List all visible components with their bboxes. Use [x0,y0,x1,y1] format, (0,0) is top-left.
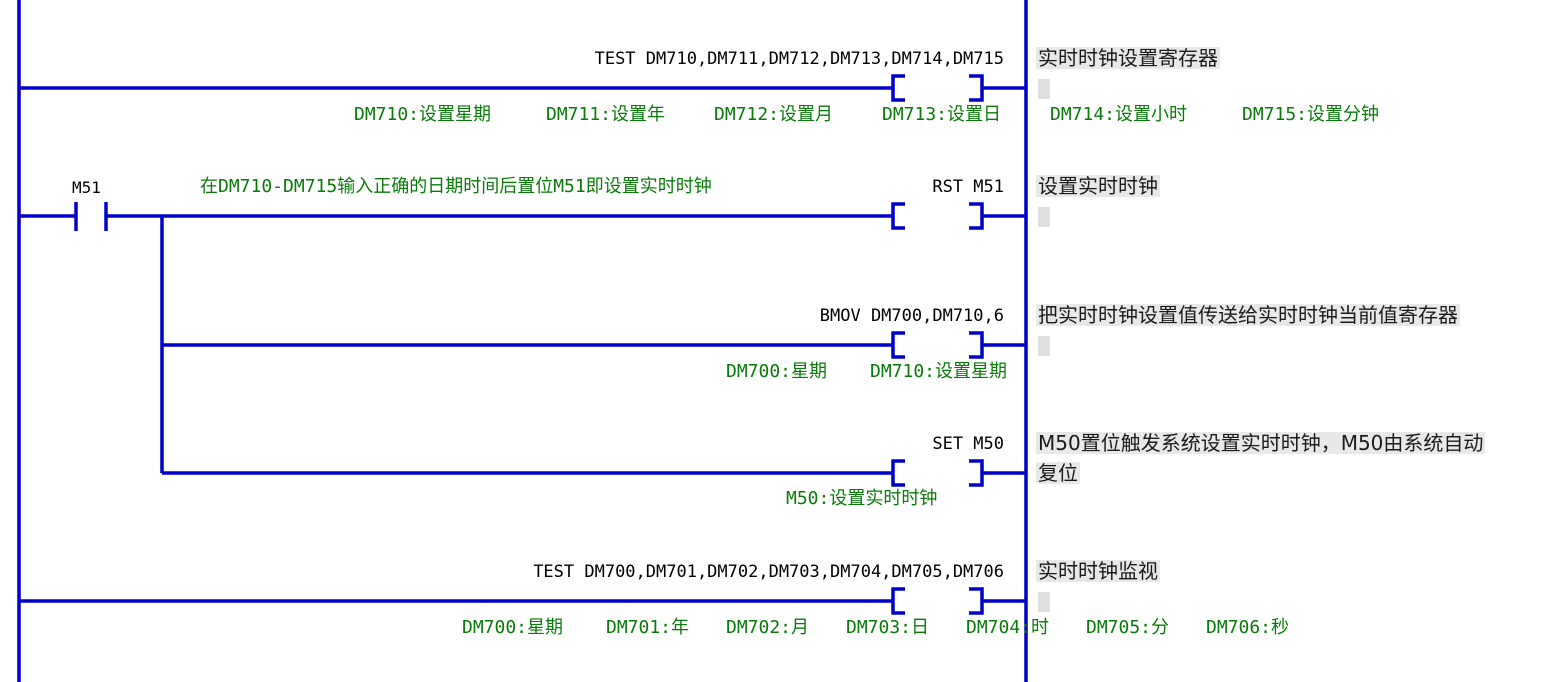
operand-note: DM700:星期 [726,361,828,382]
operand-note: DM704:时 [966,617,1050,638]
rung-4-comment-line-1: M50置位触发系统设置实时时钟，M50由系统自动 [1036,431,1486,455]
instruction-box-5 [891,587,984,615]
rung-2-comment-stub [1038,207,1050,227]
instruction-box-1 [891,74,984,102]
operand-note: DM702:月 [726,617,810,638]
operand-note: DM701:年 [606,617,690,638]
instruction-box-4 [891,459,984,487]
rung-5-comment-stub [1038,592,1050,612]
rung-2-output-comment: 设置实时时钟 [1036,174,1160,198]
contact-m51-label[interactable]: M51 [72,178,101,197]
operand-note: DM715:设置分钟 [1242,104,1380,125]
rung-1-instruction[interactable]: TEST DM710,DM711,DM712,DM713,DM714,DM715 [594,49,1004,69]
operand-note: M50:设置实时时钟 [786,488,938,509]
operand-note: DM700:星期 [462,617,564,638]
rung-1-comment-stub [1038,79,1050,99]
rung-3-instruction[interactable]: BMOV DM700,DM710,6 [819,306,1004,326]
operand-note: DM713:设置日 [882,104,1002,125]
rung-1-comment: 实时时钟设置寄存器 [1036,46,1220,70]
operand-note: DM710:设置星期 [354,104,492,125]
instruction-box-3 [891,331,984,359]
rung-5-instruction[interactable]: TEST DM700,DM701,DM702,DM703,DM704,DM705… [533,562,1004,582]
operand-note: DM712:设置月 [714,104,834,125]
operand-note: DM703:日 [846,617,930,638]
rung-3-comment-stub [1038,336,1050,356]
rung-3-comment: 把实时时钟设置值传送给实时时钟当前值寄存器 [1036,303,1460,327]
rung-4-comment-line-2: 复位 [1036,461,1080,485]
rung-4-instruction[interactable]: SET M50 [932,434,1004,454]
operand-note: DM710:设置星期 [870,361,1008,382]
operand-note: DM705:分 [1086,617,1170,638]
rung-2-comment: 在DM710-DM715输入正确的日期时间后置位M51即设置实时时钟 [200,176,712,197]
instruction-box-2 [891,202,984,230]
operand-note: DM711:设置年 [546,104,666,125]
rung-2-instruction[interactable]: RST M51 [932,177,1004,197]
operand-note: DM706:秒 [1206,617,1290,638]
rung-5-comment: 实时时钟监视 [1036,559,1160,583]
operand-note: DM714:设置小时 [1050,104,1188,125]
